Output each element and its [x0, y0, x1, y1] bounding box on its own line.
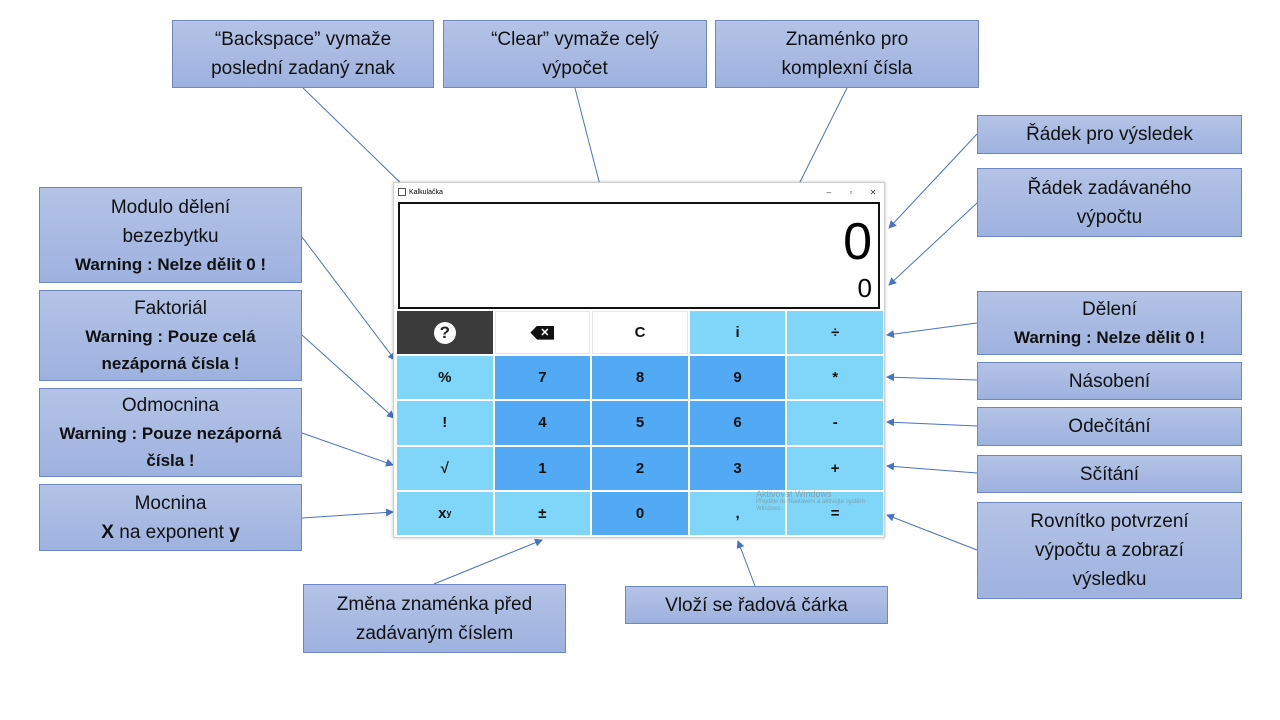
- root-button[interactable]: √: [397, 446, 493, 490]
- callout-power-x: X: [101, 521, 114, 543]
- callout-sign-change: Změna znaménka před zadávaným číslem: [303, 584, 566, 653]
- window-title: Kalkulačka: [409, 188, 443, 196]
- callout-division-title: Dělení: [1082, 299, 1137, 320]
- digit-8-button[interactable]: 8: [592, 356, 688, 400]
- input-line: 0: [857, 273, 872, 303]
- clear-button[interactable]: C: [592, 311, 688, 355]
- window-titlebar: Kalkulačka – ▫ ✕: [394, 183, 884, 201]
- callout-equals: Rovnítko potvrzení výpočtu a zobrazí výs…: [977, 502, 1242, 599]
- callout-addition-text: Sčítání: [1079, 463, 1140, 485]
- callout-backspace: “Backspace” vymaže poslední zadaný znak: [172, 20, 434, 88]
- plus-button[interactable]: +: [787, 446, 883, 490]
- callout-subtraction: Odečítání: [977, 407, 1242, 446]
- close-button[interactable]: ✕: [869, 187, 877, 197]
- help-icon: ?: [433, 321, 456, 344]
- callout-clear: “Clear” vymaže celý výpočet: [443, 20, 707, 88]
- activation-watermark: Aktivovat Windows Přejděte do Nastavení …: [756, 489, 881, 513]
- callout-input-line: Řádek zadávaného výpočtu: [977, 168, 1242, 237]
- backspace-icon-glyph: ✕: [540, 327, 550, 340]
- factorial-button[interactable]: !: [397, 401, 493, 445]
- modulo-button[interactable]: %: [397, 356, 493, 400]
- power-exponent: y: [446, 508, 452, 519]
- digit-3-button[interactable]: 3: [689, 446, 786, 490]
- arrow-factorial: [301, 334, 395, 419]
- callout-result-line: Řádek pro výsledek: [977, 115, 1242, 154]
- arrow-root: [301, 432, 394, 467]
- callout-multiplication: Násobení: [977, 362, 1242, 400]
- callout-modulo-title: Modulo dělení bezezbytku: [110, 196, 231, 247]
- digit-4-button[interactable]: 4: [494, 401, 591, 445]
- maximize-button[interactable]: ▫: [849, 187, 853, 197]
- callout-sign-change-text: Změna znaménka před zadávaným číslem: [336, 593, 533, 644]
- digit-9-button[interactable]: 9: [689, 356, 786, 400]
- arrow-multiplication: [886, 373, 978, 382]
- minimize-button[interactable]: –: [826, 187, 832, 197]
- callout-root-warning: Warning : Pouze nezáporná čísla !: [59, 424, 282, 470]
- callout-modulo-warning: Warning : Nelze dělit 0 !: [74, 254, 267, 274]
- arrow-result-line: [888, 133, 978, 229]
- result-line: 0: [843, 213, 872, 271]
- digit-1-button[interactable]: 1: [494, 446, 591, 490]
- arrow-sign-change: [433, 538, 543, 585]
- callout-input-line-text: Řádek zadávaného výpočtu: [1027, 177, 1192, 228]
- arrow-addition: [886, 462, 978, 474]
- digit-0-button[interactable]: 0: [592, 491, 688, 535]
- watermark-title: Aktivovat Windows: [756, 489, 832, 499]
- app-icon: [398, 188, 406, 196]
- help-button[interactable]: ?: [397, 311, 493, 355]
- comma-button[interactable]: ,: [689, 491, 786, 535]
- callout-power-title: Mocnina: [134, 492, 207, 514]
- backspace-button[interactable]: ✕: [494, 311, 591, 355]
- calculator-window: Kalkulačka – ▫ ✕ 0 0 ? ✕ C i ÷ % 7 8 9 *…: [393, 182, 885, 538]
- callout-result-line-text: Řádek pro výsledek: [1026, 124, 1193, 145]
- callout-power-detail: X na exponent y: [101, 518, 239, 547]
- callout-complex-text: Znaménko pro komplexní čísla: [781, 29, 913, 79]
- digit-7-button[interactable]: 7: [494, 356, 591, 400]
- callout-power-y: y: [229, 521, 240, 543]
- callout-equals-text: Rovnítko potvrzení výpočtu a zobrazí výs…: [1030, 511, 1189, 590]
- callout-factorial-warning: Warning : Pouze celá nezáporná čísla !: [85, 327, 256, 373]
- callout-modulo: Modulo dělení bezezbytku Warning : Nelze…: [39, 187, 302, 283]
- digit-2-button[interactable]: 2: [592, 446, 688, 490]
- callout-root: Odmocnina Warning : Pouze nezáporná čísl…: [39, 388, 302, 477]
- callout-factorial: Faktoriál Warning : Pouze celá nezáporná…: [39, 290, 302, 381]
- digit-6-button[interactable]: 6: [689, 401, 786, 445]
- arrow-input-line: [888, 202, 978, 286]
- callout-addition: Sčítání: [977, 455, 1242, 493]
- arrow-equals: [886, 513, 978, 551]
- digit-5-button[interactable]: 5: [592, 401, 688, 445]
- sign-button[interactable]: ±: [494, 491, 591, 535]
- callout-comma-text: Vloží se řadová čárka: [665, 594, 848, 616]
- callout-power: Mocnina X na exponent y: [39, 484, 302, 551]
- divide-button[interactable]: ÷: [787, 311, 883, 355]
- callout-subtraction-text: Odečítání: [1068, 416, 1151, 437]
- callout-multiplication-text: Násobení: [1068, 370, 1151, 392]
- callout-power-middle: na exponent: [119, 521, 224, 543]
- arrow-comma: [736, 540, 756, 587]
- calculator-display: 0 0: [398, 202, 880, 309]
- callout-division: Dělení Warning : Nelze dělit 0 !: [977, 291, 1242, 355]
- multiply-button[interactable]: *: [787, 356, 883, 400]
- watermark-subtitle: Přejděte do Nastavení a aktivujte systém…: [756, 499, 865, 512]
- callout-factorial-title: Faktoriál: [134, 298, 207, 319]
- callout-root-title: Odmocnina: [121, 395, 220, 416]
- arrow-power: [301, 508, 394, 519]
- callout-complex: Znaménko pro komplexní čísla: [715, 20, 979, 88]
- arrow-subtraction: [886, 418, 978, 427]
- backspace-icon: ✕: [530, 325, 555, 340]
- callout-clear-text: “Clear” vymaže celý výpočet: [491, 29, 659, 79]
- minus-button[interactable]: -: [787, 401, 883, 445]
- arrow-division: [886, 322, 978, 339]
- equals-button[interactable]: =: [787, 491, 883, 535]
- complex-button[interactable]: i: [689, 311, 786, 355]
- keypad: ? ✕ C i ÷ % 7 8 9 * ! 4 5 6 - √ 1 2 3 + …: [397, 311, 883, 535]
- arrow-modulo: [301, 236, 396, 361]
- power-base: x: [438, 504, 447, 522]
- callout-division-warning: Warning : Nelze dělit 0 !: [1013, 328, 1206, 347]
- callout-backspace-text: “Backspace” vymaže poslední zadaný znak: [211, 29, 395, 79]
- callout-comma: Vloží se řadová čárka: [625, 586, 888, 624]
